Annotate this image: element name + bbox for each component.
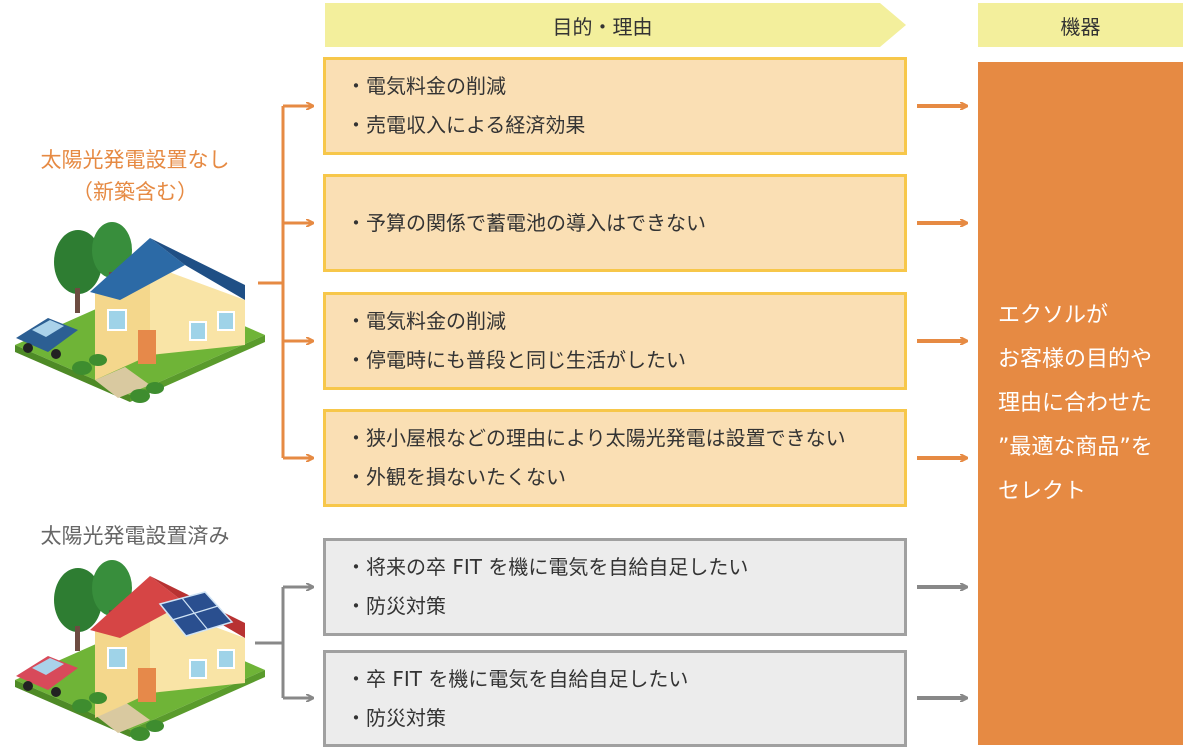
reason-line: ・予算の関係で蓄電池の導入はできない bbox=[346, 210, 706, 235]
connector-no-solar bbox=[258, 106, 312, 458]
reason-box-4: ・狭小屋根などの理由により太陽光発電は設置できない ・外観を損ないたくない bbox=[323, 409, 907, 507]
section-label-no-solar: 太陽光発電設置なし （新築含む） bbox=[20, 144, 250, 208]
section-label-no-solar-line1: 太陽光発電設置なし bbox=[40, 148, 230, 172]
reason-box-2: ・予算の関係で蓄電池の導入はできない bbox=[323, 174, 907, 272]
section-label-with-solar: 太陽光発電設置済み bbox=[10, 520, 260, 552]
reason-line: ・防災対策 bbox=[346, 705, 446, 730]
purpose-header-label: 目的・理由 bbox=[552, 14, 653, 39]
reason-line: ・停電時にも普段と同じ生活がしたい bbox=[346, 348, 686, 372]
reason-line: ・防災対策 bbox=[346, 594, 446, 618]
reason-line: ・売電収入による経済効果 bbox=[346, 113, 586, 137]
purpose-header-arrow-tip bbox=[880, 3, 906, 47]
purpose-header: 目的・理由 bbox=[325, 3, 880, 47]
reason-line: ・狭小屋根などの理由により太陽光発電は設置できない bbox=[346, 426, 846, 450]
reason-line: ・電気料金の削減 bbox=[346, 74, 506, 98]
result-line: エクソルが bbox=[998, 302, 1109, 328]
result-line: セレクト bbox=[998, 478, 1087, 504]
reason-box-5: ・将来の卒 FIT を機に電気を自給自足したい ・防災対策 bbox=[323, 538, 907, 636]
device-header-label: 機器 bbox=[1060, 14, 1101, 39]
house-without-solar-icon bbox=[15, 222, 265, 403]
reason-box-1: ・電気料金の削減 ・売電収入による経済効果 bbox=[323, 57, 907, 155]
result-panel: エクソルが お客様の目的や 理由に合わせた ”最適な商品”を セレクト bbox=[978, 62, 1183, 745]
result-line: お客様の目的や bbox=[998, 346, 1153, 372]
reason-box-3: ・電気料金の削減 ・停電時にも普段と同じ生活がしたい bbox=[323, 292, 907, 390]
reason-line: ・外観を損ないたくない bbox=[346, 465, 566, 489]
house-with-solar-icon bbox=[15, 560, 265, 741]
section-label-with-solar-line1: 太陽光発電設置済み bbox=[40, 524, 230, 548]
reason-line: ・卒 FIT を機に電気を自給自足したい bbox=[346, 666, 689, 691]
reason-line: ・将来の卒 FIT を機に電気を自給自足したい bbox=[346, 555, 749, 579]
result-line: ”最適な商品”を bbox=[998, 434, 1153, 460]
reason-box-6: ・卒 FIT を機に電気を自給自足したい ・防災対策 bbox=[323, 650, 907, 747]
connector-with-solar bbox=[255, 587, 312, 698]
section-label-no-solar-line2: （新築含む） bbox=[72, 180, 198, 204]
reason-line: ・電気料金の削減 bbox=[346, 309, 506, 333]
result-line: 理由に合わせた bbox=[998, 390, 1153, 416]
device-header: 機器 bbox=[978, 3, 1183, 47]
